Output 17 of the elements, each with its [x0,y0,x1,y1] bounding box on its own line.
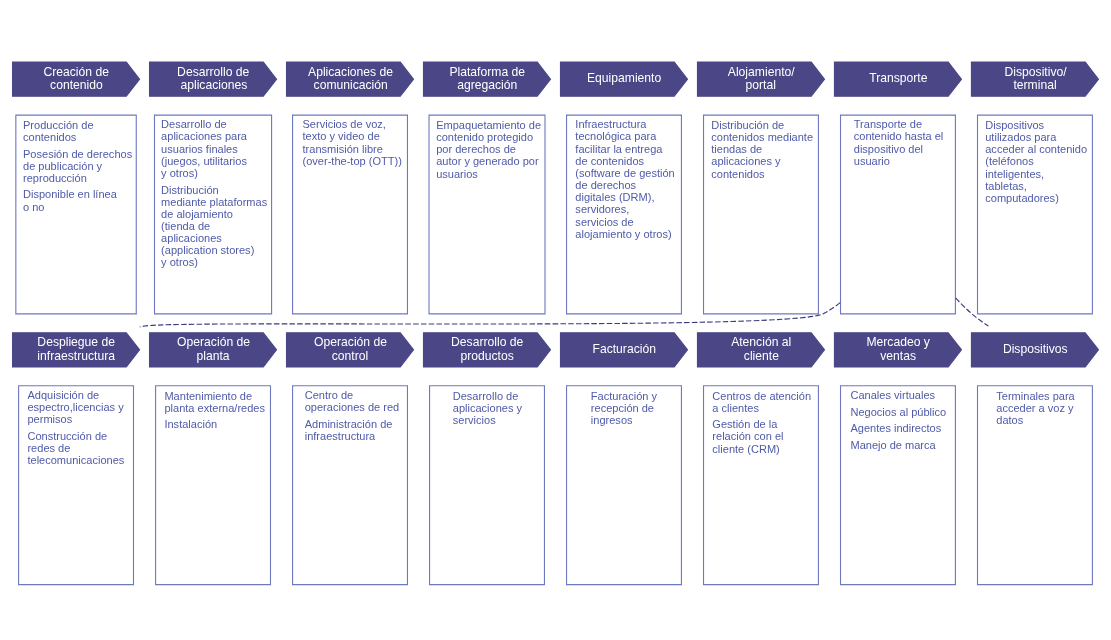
node-box: Adquisición de espectro,licencias y permisos Construcción de redes de telecomunicaciones [18,385,135,586]
connector [955,297,989,327]
node-box: Canales virtuales Negocios al público Agentes indirectos Manejo de marca [839,385,956,586]
node-box: Facturación y recepción de ingresos [566,385,682,586]
node-box: Centros de atención a clientes Gestión de la relación con el cliente (CRM) [703,385,819,586]
node-box: Dispositivos utilizados para acceder al contenido (teléfonos inteligentes, tabletas, computadores) [976,114,1093,315]
node-box: Mantenimiento de planta externa/redes Instalación [155,385,272,586]
node-box: Distribución de contenidos mediante tiendas de aplicaciones y contenidos [703,114,819,315]
node-box: Empaquetamiento de contenido protegido por derechos de autor y generado por usuarios [428,114,546,315]
node-box: Transporte de contenido hasta el dispositivo del usuario [839,114,956,315]
node-box: Infraestructura tecnológica para facilitar la entrega de contenidos (software de gestión de derechos digitales (DRM), servidores, servicios de alojamiento y otros) [566,114,682,315]
node-box: Servicios de voz, texto y video de transmisión libre (over-the-top (OTT)) [292,114,409,315]
node-box: Centro de operaciones de red Administración de infraestructura [292,385,409,586]
node-box: Producción de contenidos Posesión de derechos de publicación y reproducción Disponible en línea o no [15,114,137,315]
node-box: Desarrollo de aplicaciones y servicios [429,385,545,586]
node-box: Terminales para acceder a voz y datos [976,385,1093,586]
node-box: Desarrollo de aplicaciones para usuarios finales (juegos, utilitarios y otros) Distribución mediante plataformas de alojamiento (tienda de aplicaciones (application stores) y otros) [153,114,273,315]
